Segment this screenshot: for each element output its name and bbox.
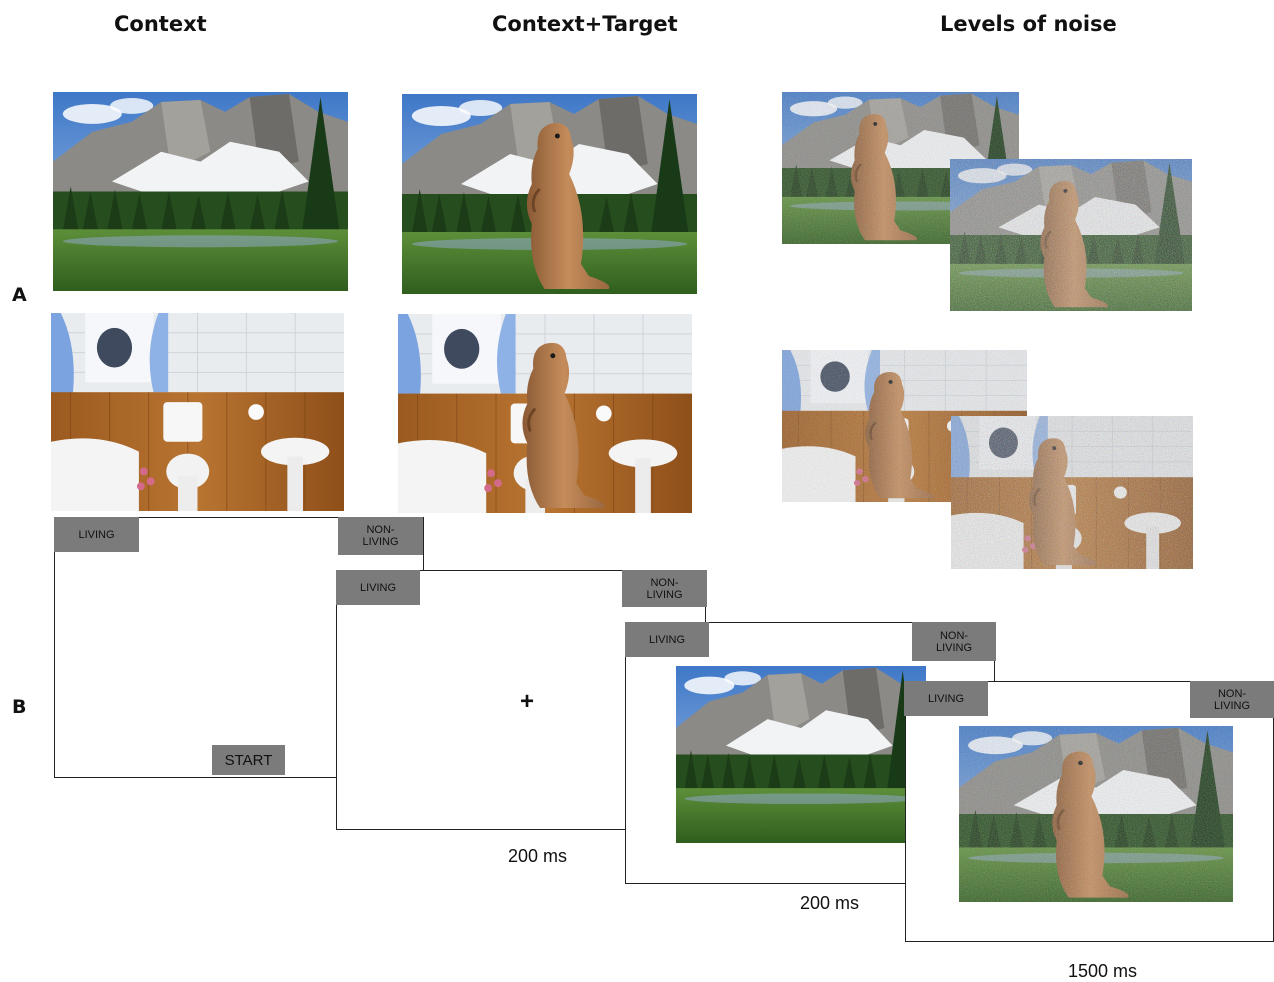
duration-context-label: 200 ms — [800, 893, 860, 913]
start-button[interactable]: START — [212, 745, 285, 775]
mountain-target-image — [402, 94, 697, 294]
living-key[interactable]: LIVING — [336, 570, 420, 605]
trial-context-image — [676, 666, 926, 843]
bathroom-noise-level-2-image — [951, 416, 1193, 569]
panel-label-a: A — [12, 284, 27, 306]
heading-context-target: Context+Target — [492, 12, 678, 36]
bathroom-target-image — [398, 314, 692, 513]
living-key[interactable]: LIVING — [54, 517, 139, 552]
non-living-key[interactable]: NON- LIVING — [338, 517, 423, 555]
mountain-context-image — [53, 92, 348, 291]
non-living-key[interactable]: NON- LIVING — [1190, 681, 1274, 718]
trial-target-noise-image — [959, 726, 1233, 902]
non-living-key[interactable]: NON- LIVING — [622, 570, 707, 607]
mountain-noise-level-2-image — [950, 159, 1192, 311]
heading-levels-of-noise: Levels of noise — [940, 12, 1117, 36]
living-key[interactable]: LIVING — [625, 622, 709, 657]
bathroom-context-image — [51, 313, 344, 511]
panel-label-b: B — [12, 696, 27, 718]
living-key[interactable]: LIVING — [904, 681, 988, 716]
duration-target-label: 1500 ms — [1068, 961, 1138, 981]
fixation-cross: + — [520, 688, 535, 715]
heading-context: Context — [114, 12, 207, 36]
non-living-key[interactable]: NON- LIVING — [912, 622, 996, 661]
duration-fixation-label: 200 ms — [508, 846, 568, 866]
